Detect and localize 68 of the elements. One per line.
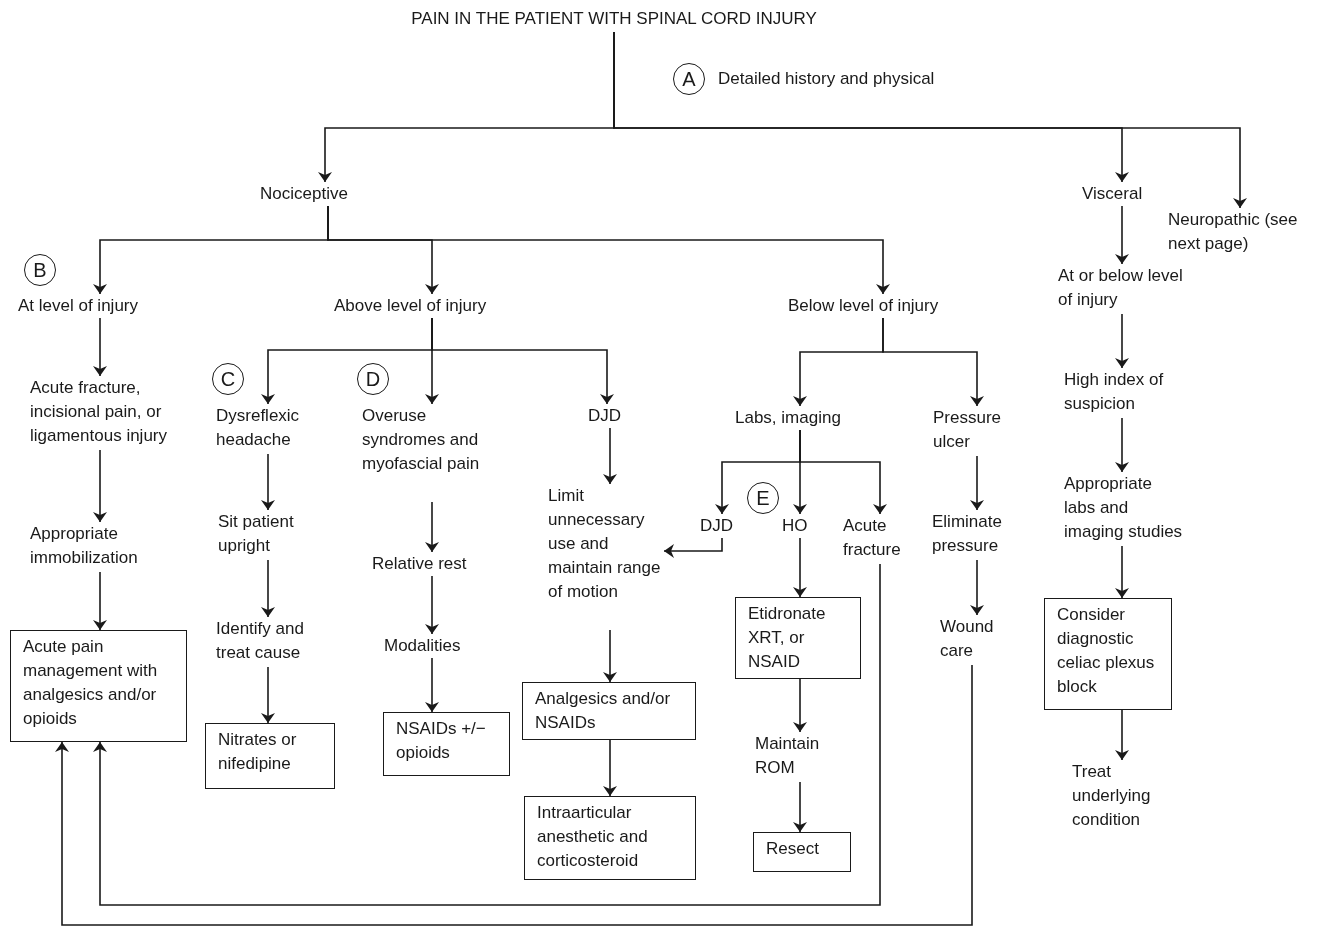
step-text: At or below level of injury bbox=[1058, 264, 1190, 314]
action-box: Etidronate XRT, or NSAID bbox=[735, 597, 861, 679]
step-text: Above level of injury bbox=[334, 294, 530, 318]
step-text: Labs, imaging bbox=[735, 406, 869, 430]
step-text: Sit patient upright bbox=[218, 510, 328, 560]
step-text: Appropriate labs and imaging studies bbox=[1064, 472, 1184, 546]
action-box: Consider diagnostic celiac plexus block bbox=[1044, 598, 1172, 710]
step-text: Appropriate immobilization bbox=[30, 522, 180, 572]
arrow bbox=[93, 449, 107, 523]
step-text: Relative rest bbox=[372, 552, 496, 576]
arrow bbox=[1115, 313, 1129, 369]
step-text: DJD bbox=[700, 514, 744, 538]
arrow bbox=[970, 559, 984, 616]
step-text: Dysreflexic headache bbox=[216, 404, 328, 454]
arrow bbox=[327, 205, 890, 295]
action-box: Analgesics and/or NSAIDs bbox=[522, 682, 696, 740]
action-box: NSAIDs +/− opioids bbox=[383, 712, 510, 776]
arrow bbox=[1115, 545, 1129, 599]
arrow bbox=[425, 575, 439, 635]
arrow bbox=[793, 537, 807, 598]
arrow bbox=[603, 427, 617, 485]
title-text: PAIN IN THE PATIENT WITH SPINAL CORD INJURY bbox=[374, 6, 854, 32]
arrow bbox=[882, 317, 984, 407]
step-text: Identify and treat cause bbox=[216, 617, 332, 667]
arrow bbox=[93, 571, 107, 631]
step-text: Overuse syndromes and myofascial pain bbox=[362, 404, 512, 502]
arrow bbox=[1115, 205, 1129, 265]
step-text: Acute fracture bbox=[843, 514, 923, 564]
step-text: Below level of injury bbox=[788, 294, 980, 318]
arrow bbox=[603, 739, 617, 797]
action-box: Nitrates or nifedipine bbox=[205, 723, 335, 789]
arrow bbox=[425, 501, 439, 553]
action-box: Intraarticular anesthetic and corticosteroid bbox=[524, 796, 696, 880]
step-text: Visceral bbox=[1082, 182, 1164, 206]
arrow bbox=[1115, 417, 1129, 473]
step-text: Modalities bbox=[384, 634, 482, 658]
step-text: Acute fracture, incisional pain, or ligamentous injury bbox=[30, 376, 180, 450]
step-text: Limit unnecessary use and maintain range of motion bbox=[548, 484, 664, 630]
arrow bbox=[261, 559, 275, 618]
note-text: Detailed history and physical bbox=[718, 68, 935, 90]
arrow bbox=[425, 657, 439, 713]
step-text: Treat underlying condition bbox=[1072, 760, 1182, 834]
arrow bbox=[55, 664, 973, 926]
action-box: Resect bbox=[753, 832, 851, 872]
step-text: Wound care bbox=[940, 615, 1012, 665]
arrow bbox=[431, 317, 614, 405]
arrow bbox=[799, 429, 887, 515]
step-text: Neuropathic (see next page) bbox=[1168, 208, 1320, 258]
arrow bbox=[613, 31, 1247, 209]
step-text: High index of suspicion bbox=[1064, 368, 1184, 418]
step-text: Nociceptive bbox=[260, 182, 390, 206]
arrow bbox=[793, 678, 807, 733]
arrow bbox=[663, 537, 723, 558]
arrow bbox=[793, 781, 807, 833]
step-text: Eliminate pressure bbox=[932, 510, 1028, 560]
step-text: Maintain ROM bbox=[755, 732, 847, 782]
arrow bbox=[603, 629, 617, 683]
arrow bbox=[93, 563, 881, 906]
action-box: Acute pain management with analgesics and/or opioids bbox=[10, 630, 187, 742]
arrow bbox=[261, 666, 275, 724]
arrow bbox=[970, 455, 984, 511]
arrow bbox=[261, 453, 275, 511]
arrow bbox=[93, 317, 107, 377]
step-text: At level of injury bbox=[18, 294, 180, 318]
step-text: Pressure ulcer bbox=[933, 406, 1025, 456]
step-text: DJD bbox=[588, 404, 632, 428]
step-text: HO bbox=[782, 514, 818, 538]
arrow bbox=[1115, 709, 1129, 761]
